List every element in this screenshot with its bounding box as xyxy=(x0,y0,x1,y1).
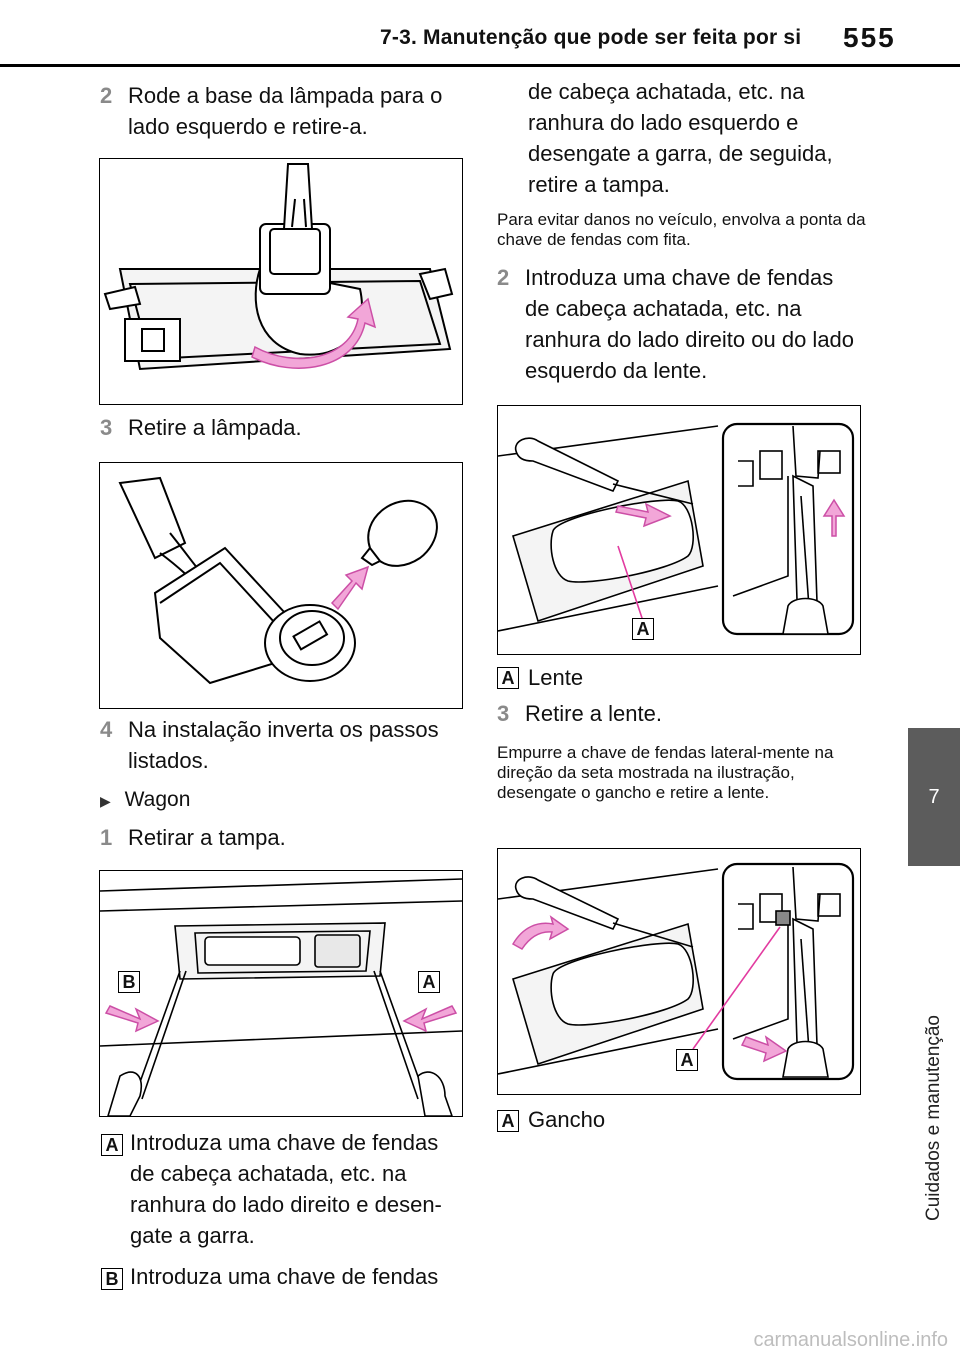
figure-remove-bulb xyxy=(99,462,463,709)
chapter-label: Cuidados e manutenção xyxy=(923,1015,944,1221)
step-text: Rode a base da lâmpada para o lado esque… xyxy=(128,83,443,139)
step-text: Introduza uma chave de fendas de cabeça … xyxy=(525,265,855,383)
step-2-left: 2 Rode a base da lâmpada para o lado esq… xyxy=(100,80,465,144)
header-rule xyxy=(0,64,960,67)
continued-text: de cabeça achatada, etc. na ranhura do l… xyxy=(528,79,833,197)
step-number: 1 xyxy=(100,825,113,850)
section-title: 7-3. Manutenção que pode ser feita por s… xyxy=(380,26,802,49)
watermark: carmanualsonline.info xyxy=(753,1329,948,1351)
wagon-step-1: 1 Retirar a tampa. xyxy=(100,822,465,854)
step-3-left: 3 Retire a lâmpada. xyxy=(100,412,465,444)
wagon-label: Wagon xyxy=(124,788,191,811)
figure-remove-cover: B A xyxy=(99,870,463,1117)
step-2-right: 2 Introduza uma chave de fendas de cabeç… xyxy=(497,262,862,390)
figure-disengage-hook: A xyxy=(497,848,861,1095)
callout-b: B xyxy=(118,971,140,993)
step-number: 3 xyxy=(497,701,510,726)
callout-a: A xyxy=(676,1049,698,1071)
figure-rotate-bulb-base xyxy=(99,158,463,405)
step-3-right: 3 Retire a lente. xyxy=(497,698,862,730)
wagon-heading: ▶ Wagon xyxy=(100,788,190,812)
step-4-left: 4 Na instalação inverta os passos listad… xyxy=(100,714,465,778)
callout-a: A xyxy=(632,618,654,640)
step-number: 2 xyxy=(497,265,510,290)
legend-text-a: Introduza uma chave de fendas de cabeça … xyxy=(130,1130,442,1248)
callout-a: A xyxy=(418,971,440,993)
step-text: Na instalação inverta os passos listados… xyxy=(128,717,439,773)
page-number: 555 xyxy=(843,22,896,53)
legend-letter-b: B xyxy=(101,1268,123,1290)
step-text: Retirar a tampa. xyxy=(128,825,286,850)
step-number: 2 xyxy=(100,83,113,108)
triangle-bullet-icon: ▶ xyxy=(100,793,111,809)
legend-text-b: Introduza uma chave de fendas xyxy=(130,1264,439,1289)
legend-text-lente: Lente xyxy=(528,665,584,690)
note-push-screwdriver: Empurre a chave de fendas lateral-mente … xyxy=(497,743,834,802)
step-number: 3 xyxy=(100,415,113,440)
note-tape: Para evitar danos no veículo, envolva a … xyxy=(497,210,866,249)
step-number: 4 xyxy=(100,717,113,742)
legend-letter-gancho: A xyxy=(497,1110,519,1132)
step-text: Retire a lâmpada. xyxy=(128,415,302,440)
chapter-tab[interactable]: 7 xyxy=(908,728,960,866)
figure-insert-screwdriver-lens: A xyxy=(497,405,861,655)
legend-letter-a: A xyxy=(101,1134,123,1156)
step-text: Retire a lente. xyxy=(525,701,662,726)
legend-letter-lente: A xyxy=(497,667,519,689)
legend-text-gancho: Gancho xyxy=(528,1107,606,1132)
